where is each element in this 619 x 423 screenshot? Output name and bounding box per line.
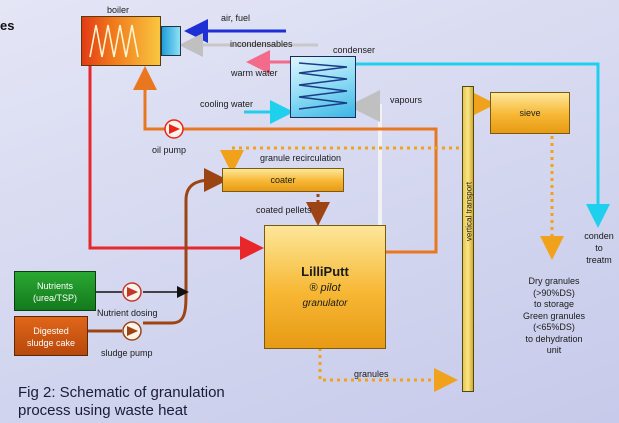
product-line: unit bbox=[546, 345, 562, 355]
warm-water-label: warm water bbox=[231, 68, 278, 78]
nutrients-line-1: Nutrients bbox=[36, 281, 73, 291]
caption-line-2: process using waste heat bbox=[18, 402, 188, 419]
condenser bbox=[290, 56, 356, 118]
boiler-label: boiler bbox=[107, 5, 130, 15]
condensate-label-line-2: to bbox=[595, 243, 603, 253]
product-line: to storage bbox=[533, 299, 575, 309]
sieve-label: sieve bbox=[519, 108, 541, 118]
sludge-line-1: Digested bbox=[33, 326, 69, 336]
vapours-line bbox=[348, 90, 382, 226]
coater: coater bbox=[222, 168, 344, 192]
sludge-flow-line bbox=[143, 168, 228, 325]
product-line: Green granules bbox=[522, 310, 586, 321]
nutrients-box: Nutrients (urea/TSP) bbox=[14, 271, 96, 311]
granule-recirculation-label: granule recirculation bbox=[260, 153, 342, 163]
sludge-cake-box: Digested sludge cake bbox=[14, 316, 88, 356]
granule-recirculation-line bbox=[220, 146, 466, 174]
condensate-label: conden to treatm bbox=[579, 230, 619, 266]
coater-label: coater bbox=[270, 175, 296, 185]
condenser-coil-icon bbox=[298, 62, 348, 110]
granulator-type: granulator bbox=[302, 298, 348, 309]
oil-pump-label: oil pump bbox=[152, 145, 187, 155]
boiler-coil-icon bbox=[89, 24, 139, 58]
granulator: LilliPutt ® pilot granulator bbox=[264, 225, 386, 349]
product-line: (<65%DS) bbox=[533, 322, 575, 332]
hot-oil-line bbox=[88, 62, 264, 260]
nutrients-line-2: (urea/TSP) bbox=[32, 293, 77, 303]
vapours-label: vapours bbox=[390, 95, 423, 105]
product-line: to dehydration bbox=[525, 333, 583, 344]
sludge-line-2: sludge cake bbox=[26, 338, 76, 348]
figure-caption: Fig 2: Schematic of granulation process … bbox=[18, 384, 225, 420]
product-destinations: Dry granules (>90%DS) to storage Green g… bbox=[508, 276, 600, 357]
sludge-pump-icon bbox=[122, 321, 142, 341]
sludge-pump-label: sludge pump bbox=[101, 348, 153, 358]
product-line: (>90%DS) bbox=[533, 287, 575, 298]
condensate-label-line-1: conden bbox=[584, 231, 614, 241]
condenser-label: condenser bbox=[333, 45, 376, 55]
coated-pellets-label: coated pellets bbox=[256, 205, 312, 215]
boiler-burner bbox=[161, 26, 181, 56]
slide-title-fragment: es bbox=[0, 18, 15, 33]
nutrient-dosing-label: Nutrient dosing bbox=[97, 308, 158, 318]
granulator-subtitle: ® pilot bbox=[309, 282, 341, 294]
vertical-transport: vertical transport bbox=[462, 86, 474, 392]
oil-pump-icon bbox=[164, 119, 184, 139]
boiler bbox=[81, 16, 161, 66]
granulator-name: LilliPutt bbox=[301, 264, 349, 279]
product-line: Dry granules bbox=[528, 276, 580, 286]
vertical-transport-label: vertical transport bbox=[464, 181, 474, 242]
caption-line-1: Fig 2: Schematic of granulation bbox=[18, 384, 225, 401]
condensate-label-line-3: treatm bbox=[586, 255, 612, 265]
sieve: sieve bbox=[490, 92, 570, 134]
incondensables-label: incondensables bbox=[230, 39, 293, 49]
nutrient-pump-icon bbox=[122, 282, 142, 302]
condensate-line bbox=[356, 62, 610, 228]
air-fuel-label: air, fuel bbox=[221, 13, 251, 23]
granules-label: granules bbox=[354, 369, 389, 379]
cooling-water-label: cooling water bbox=[200, 99, 254, 109]
oil-return-line bbox=[133, 66, 438, 254]
granules-line bbox=[318, 348, 458, 392]
